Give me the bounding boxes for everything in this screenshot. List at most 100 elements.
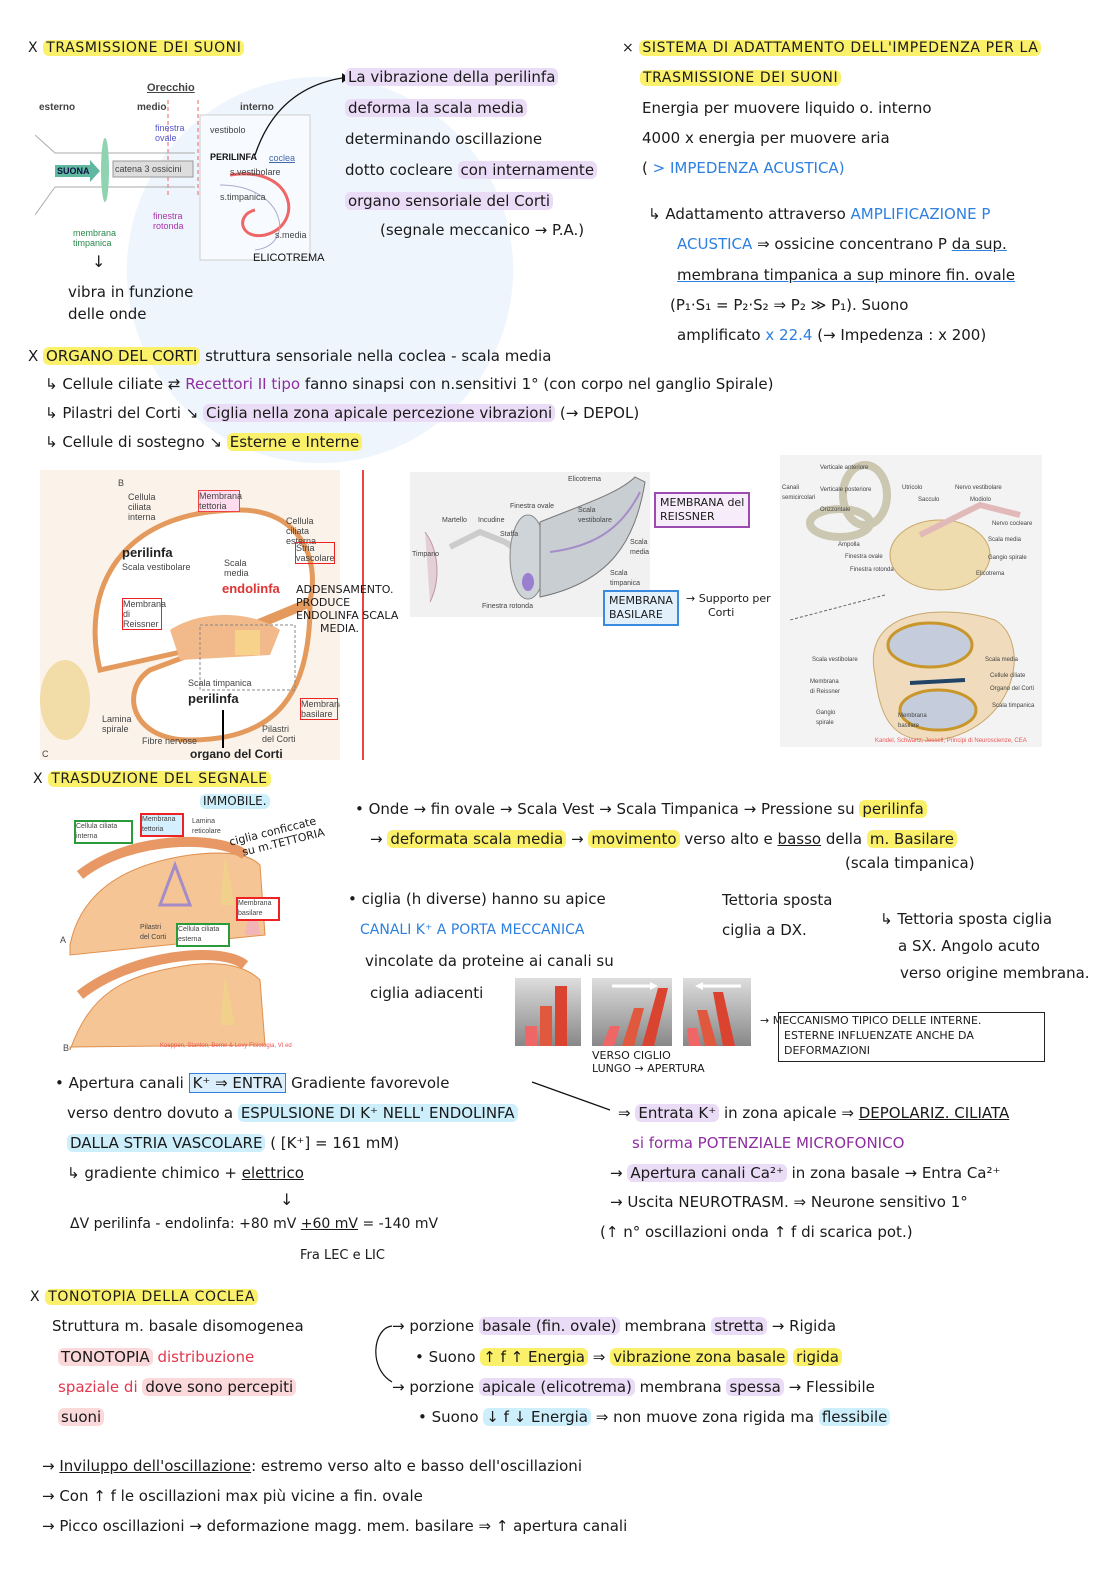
- apertura-note: VERSO CIGLIO LUNGO → APERTURA: [592, 1049, 705, 1075]
- text-segment: delle onde: [68, 305, 147, 323]
- note-line: ΔV perilinfa - endolinfa: +80 mV +60 mV …: [70, 1214, 438, 1234]
- text-segment: →: [610, 1164, 628, 1182]
- text-segment: ×: [622, 40, 640, 56]
- note-line: Tettoria sposta: [722, 890, 832, 910]
- text-segment: membrana: [619, 1317, 712, 1335]
- text-segment: (→ DEPOL): [555, 404, 640, 422]
- text-segment: TRASMISSIONE DEI SUONI: [43, 40, 245, 56]
- ear-diagram-drawing: [35, 100, 311, 261]
- hair-label: Cellula ciliata interna: [74, 820, 133, 844]
- text-segment: ↓ f ↓ Energia: [483, 1408, 591, 1426]
- cochlea-label: Martello: [442, 517, 467, 524]
- text-segment: = -140 mV: [358, 1216, 439, 1232]
- note-line: DEFORMAZIONI: [784, 1044, 870, 1057]
- note-line: • Suono ↑ f ↑ Energia ⇒ vibrazione zona …: [415, 1347, 842, 1367]
- corti-label: Cellula ciliata esterna: [286, 516, 317, 546]
- text-segment: membrana timpanica a sup minore fin. ova…: [677, 266, 1016, 284]
- hair-label: Membrana basilare: [236, 897, 280, 921]
- note-line: BASILARE: [609, 608, 663, 621]
- text-segment: X: [28, 347, 44, 365]
- note-line: → deformata scala media → movimento vers…: [370, 829, 957, 849]
- text-segment: ↳ Tettoria sposta ciglia: [880, 910, 1053, 928]
- branch-bracket: [375, 1325, 393, 1383]
- ear-label: catena 3 ossicini: [115, 164, 182, 174]
- note-line: VERSO CIGLIO: [592, 1049, 671, 1062]
- text-segment: (↑ n° oscillazioni onda ↑ f di scarica p…: [600, 1223, 913, 1241]
- note-line: → Uscita NEUROTRASM. ⇒ Neurone sensitivo…: [610, 1192, 968, 1212]
- stereocilia-image-1: [515, 978, 581, 1046]
- arrow-to-notes: [254, 73, 349, 156]
- note-line: → Supporto per: [686, 592, 771, 605]
- note-line: vincolate da proteine ai canali su: [365, 951, 614, 971]
- note-line: ESTERNE INFLUENZATE ANCHE DA: [784, 1029, 974, 1042]
- note-line: • Apertura canali K⁺ ⇒ ENTRA Gradiente f…: [55, 1073, 449, 1093]
- corti-drawing: [40, 507, 315, 748]
- note-line: → Apertura canali Ca²⁺ in zona basale → …: [610, 1163, 1000, 1183]
- ear-label: finestra ovale: [155, 123, 185, 143]
- corti-label: Stria vascolare: [295, 542, 335, 564]
- text-segment: verso alto e: [679, 830, 778, 848]
- text-segment: perilinfa: [859, 800, 927, 818]
- text-segment: vibrazione zona basale: [610, 1348, 789, 1366]
- text-segment: (P₁·S₁ = P₂·S₂ ⇒ P₂ ≫ P₁). Suono: [670, 296, 909, 314]
- inner-ear-label: Membrana basilare: [898, 713, 927, 729]
- text-segment: a SX. Angolo acuto: [898, 937, 1040, 955]
- note-line: verso dentro dovuto a ESPULSIONE DI K⁺ N…: [67, 1103, 518, 1123]
- text-segment: Struttura m. basale disomogenea: [52, 1317, 304, 1335]
- corti-section-figure: B Cellula ciliata interna Membrana tetto…: [40, 470, 340, 760]
- text-segment: flessibile: [818, 1408, 891, 1426]
- text-segment: fanno sinapsi con n.sensitivi 1° (con co…: [300, 375, 774, 393]
- text-segment: CANALI K⁺ A PORTA MECCANICA: [360, 922, 585, 938]
- note-line: ACUSTICA ⇒ ossicine concentrano P da sup…: [677, 234, 1007, 254]
- note-line: CANALI K⁺ A PORTA MECCANICA: [360, 920, 585, 940]
- text-segment: movimento: [588, 830, 680, 848]
- note-line: Fra LEC e LIC: [300, 1246, 385, 1266]
- reissner-label-box: MEMBRANA del REISSNER: [654, 492, 751, 528]
- text-segment: →: [566, 830, 589, 848]
- text-segment: → Picco oscillazioni → deformazione magg…: [42, 1517, 628, 1535]
- inner-ear-label: Gangio spirale: [988, 555, 1027, 561]
- text-segment: (scala timpanica): [845, 854, 975, 872]
- text-segment: verso origine membrana.: [900, 964, 1090, 982]
- text-segment: struttura sensoriale nella coclea - scal…: [200, 347, 552, 365]
- note-line: 4000 x energia per muovere aria: [642, 128, 890, 148]
- note-line: LUNGO → APERTURA: [592, 1062, 705, 1075]
- arrow-down-icon: ↓: [92, 252, 106, 271]
- note-line: suoni: [58, 1407, 105, 1427]
- note-line: vibra in funzione: [68, 282, 193, 302]
- section-title-tonotopia: X TONOTOPIA DELLA COCLEA: [30, 1287, 259, 1307]
- arrow-down-icon: ↓: [280, 1190, 294, 1209]
- note-line: → MECCANISMO TIPICO DELLE INTERNE.: [760, 1014, 982, 1027]
- text-segment: della: [821, 830, 867, 848]
- inner-ear-label: Orizzontale: [820, 507, 851, 513]
- text-segment: determinando oscillazione: [345, 130, 543, 148]
- inner-ear-label: Scala vestibolare: [812, 657, 858, 663]
- corti-label: Cellula ciliata interna: [128, 492, 156, 522]
- text-segment: dove sono percepiti: [142, 1378, 297, 1396]
- hair-label: Lamina reticolare: [192, 818, 221, 835]
- section-title-impedenza: × SISTEMA DI ADATTAMENTO DELL'IMPEDENZA …: [622, 38, 1042, 58]
- text-segment: spessa: [726, 1378, 784, 1396]
- ear-label: s.timpanica: [220, 192, 266, 202]
- text-segment: →: [42, 1457, 60, 1475]
- note-line: MEMBRANA del: [660, 496, 745, 509]
- note-line: • ciglia (h diverse) hanno su apice: [348, 889, 606, 909]
- inner-ear-label: Scala media: [988, 537, 1022, 543]
- note-line: • Suono ↓ f ↓ Energia ⇒ non muove zona r…: [418, 1407, 891, 1427]
- note-line: ↳ gradiente chimico + elettrico: [67, 1163, 304, 1183]
- text-segment: TRASDUZIONE DEL SEGNALE: [48, 771, 271, 787]
- text-segment: Energia per muovere liquido o. interno: [642, 99, 932, 117]
- text-segment: stretta: [711, 1317, 767, 1335]
- cochlea-drawing: [424, 476, 646, 603]
- note-line: ⇒ Entrata K⁺ in zona apicale ⇒ DEPOLARIZ…: [618, 1103, 1009, 1123]
- text-segment: X: [28, 40, 44, 56]
- corti-label: organo del Corti: [190, 747, 283, 760]
- text-segment: → Con ↑ f le oscillazioni max più vicine…: [42, 1487, 423, 1505]
- hair-label: Membrana tettoria: [140, 813, 184, 837]
- text-segment: deforma la scala media: [345, 99, 527, 117]
- inner-ear-label: Finestra ovale: [845, 554, 883, 560]
- ear-label: medio: [137, 102, 167, 113]
- text-segment: SISTEMA DI ADATTAMENTO DELL'IMPEDENZA PE…: [639, 40, 1042, 56]
- text-segment: Recettori II tipo: [185, 375, 301, 393]
- text-segment: • ciglia (h diverse) hanno su apice: [348, 890, 606, 908]
